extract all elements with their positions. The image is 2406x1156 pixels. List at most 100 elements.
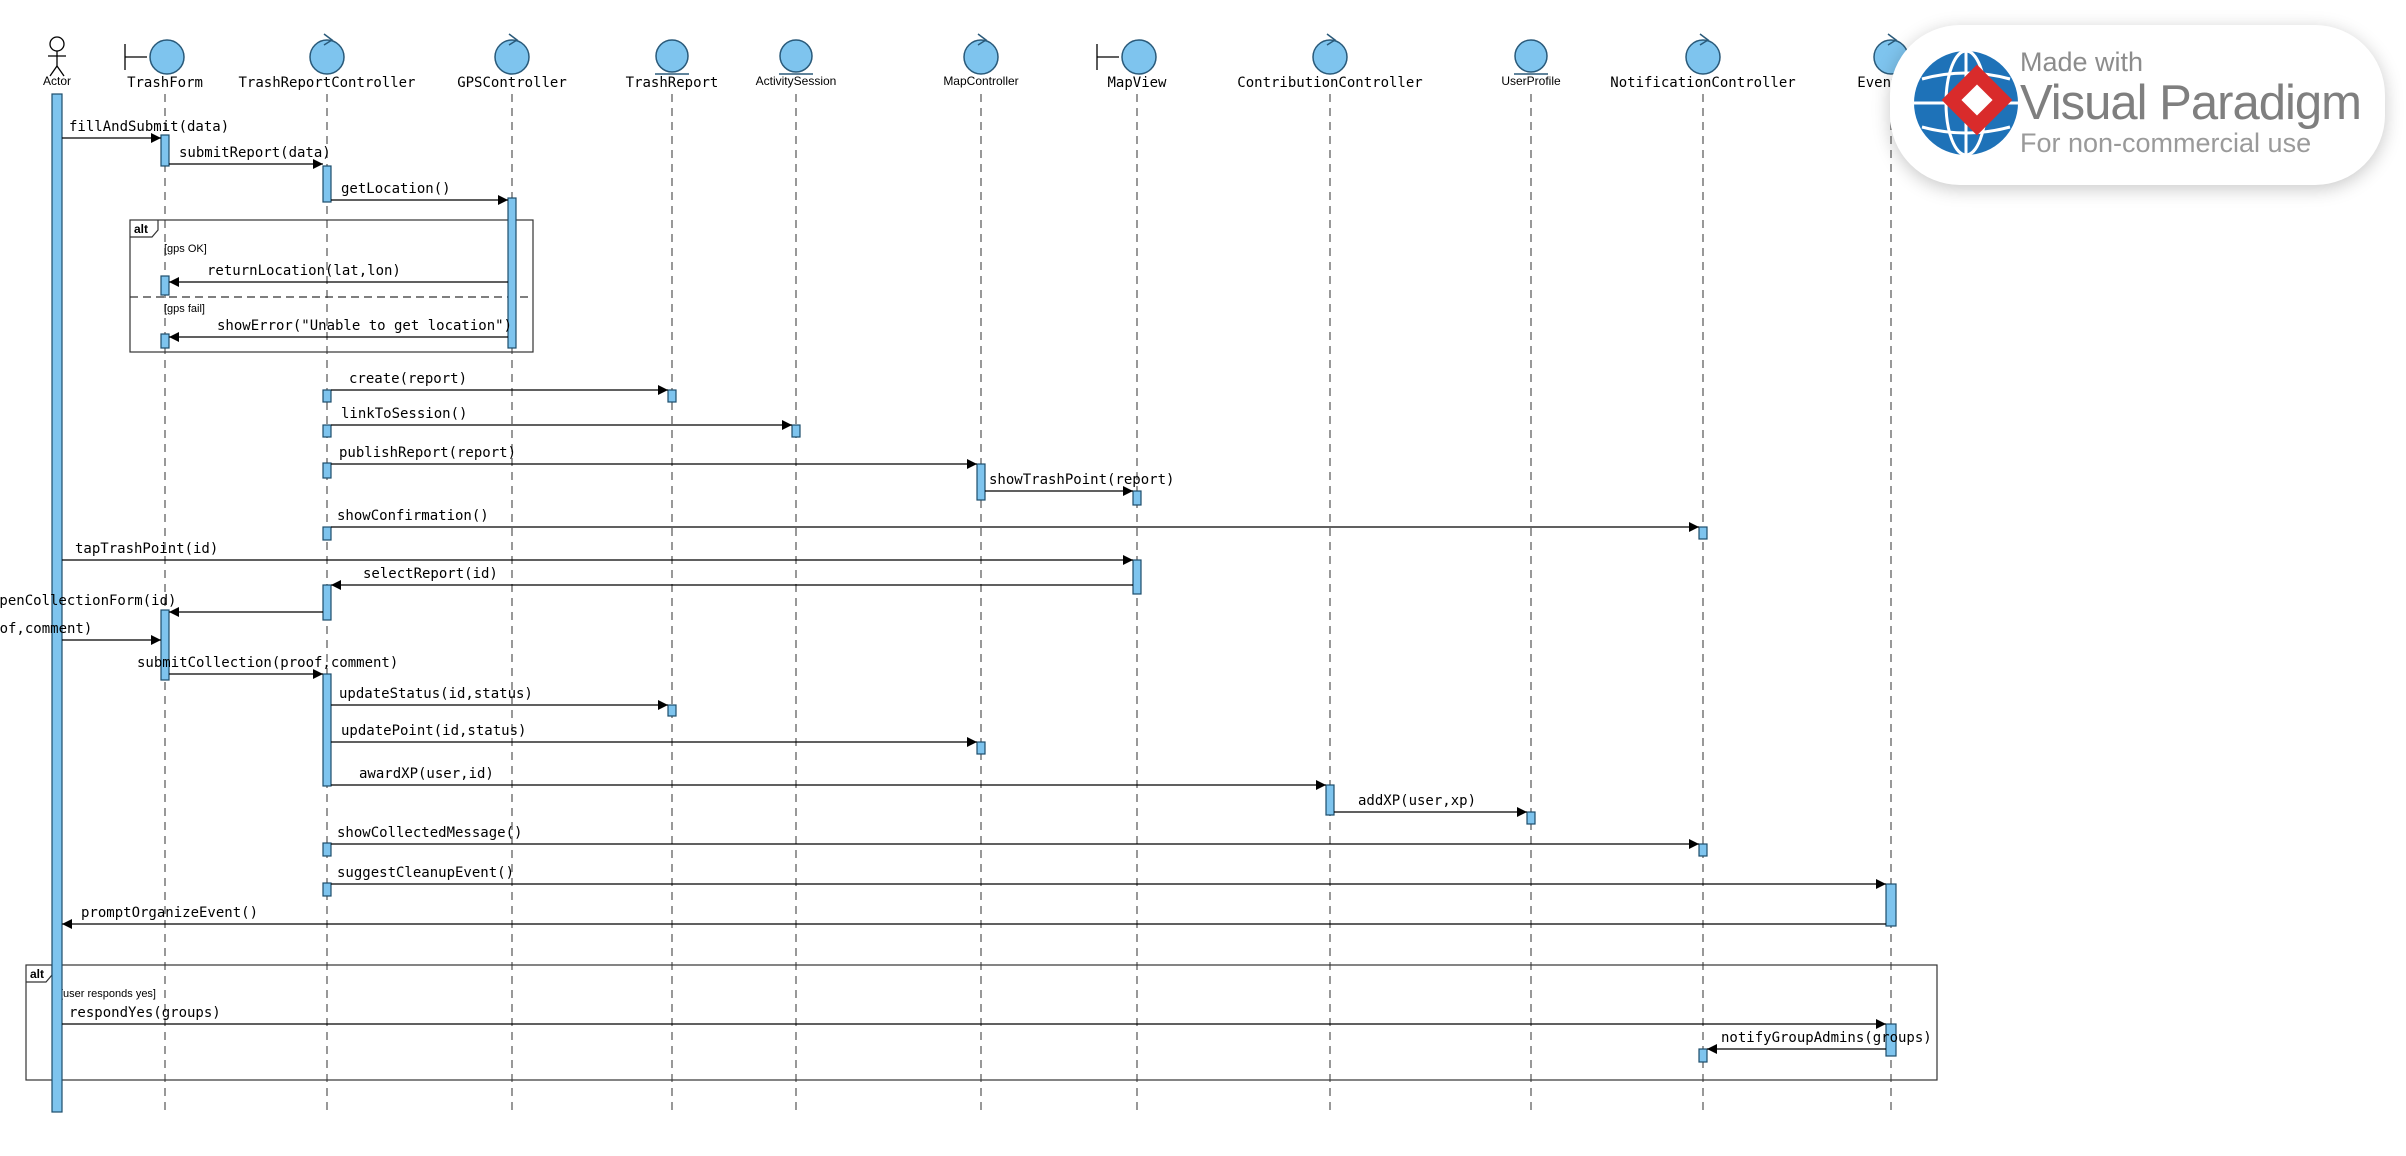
activation-bar xyxy=(322,584,332,621)
activation-bar xyxy=(1526,811,1536,825)
message-label: submitCollection(proof,comment) xyxy=(0,621,92,637)
participant-label-profile: UserProfile xyxy=(1501,74,1561,88)
actor-icon xyxy=(48,36,66,77)
activation-bar xyxy=(160,275,170,296)
message: openCollectionForm(id) xyxy=(0,593,323,617)
message: create(report) xyxy=(331,371,668,395)
activation-bar xyxy=(1885,1023,1897,1057)
participant-label-notif: NotificationController xyxy=(1610,75,1795,91)
activation-bar xyxy=(322,462,332,479)
fragment-guard: [user responds yes] xyxy=(60,988,156,1000)
control-icon xyxy=(309,33,345,75)
message: updatePoint(id,status) xyxy=(331,723,977,747)
message: respondYes(groups) xyxy=(62,1005,1886,1029)
fragment-tag: alt xyxy=(134,222,148,236)
activation-bar xyxy=(976,463,986,501)
activation-bar xyxy=(322,842,332,857)
message-label: respondYes(groups) xyxy=(69,1005,221,1021)
entity-icon xyxy=(779,39,813,75)
message: submitCollection(proof,comment) xyxy=(137,655,398,679)
entity-icon xyxy=(655,39,689,75)
message-label: create(report) xyxy=(349,371,467,387)
participant-label-contrib: ContributionController xyxy=(1237,75,1422,91)
message-label: suggestCleanupEvent() xyxy=(337,865,514,881)
message: submitCollection(proof,comment) xyxy=(0,621,161,645)
activation-bar xyxy=(1132,559,1142,595)
watermark-note: For non-commercial use xyxy=(2020,128,2312,158)
activation-bar xyxy=(160,333,170,349)
message-label: linkToSession() xyxy=(341,406,467,422)
activation-bar xyxy=(51,93,63,1113)
control-icon xyxy=(963,33,999,75)
message: notifyGroupAdmins(groups) xyxy=(1707,1030,1932,1054)
message: awardXP(user,id) xyxy=(331,766,1326,790)
message: showConfirmation() xyxy=(331,508,1699,532)
fragment-tag: alt xyxy=(30,967,44,981)
activation-bar xyxy=(1698,843,1708,857)
message-label: showCollectedMessage() xyxy=(337,825,522,841)
message: returnLocation(lat,lon) xyxy=(169,263,508,287)
activation-bar xyxy=(1885,883,1897,927)
activation-bar xyxy=(322,424,332,438)
message-label: showTrashPoint(report) xyxy=(989,472,1174,488)
activation-bar xyxy=(667,389,677,403)
control-icon xyxy=(1685,33,1721,75)
activation-bar xyxy=(322,673,332,787)
control-icon xyxy=(1312,33,1348,75)
activation-bar xyxy=(1132,490,1142,506)
boundary-icon xyxy=(124,39,185,75)
message-label: openCollectionForm(id) xyxy=(0,593,176,609)
message: suggestCleanupEvent() xyxy=(331,865,1886,889)
message: addXP(user,xp) xyxy=(1334,793,1527,817)
fragment-alt: alt [user responds yes] xyxy=(25,964,1938,1081)
message-label: getLocation() xyxy=(341,181,451,197)
fragment-guard: [gps fail] xyxy=(164,303,205,315)
activation-bar xyxy=(976,741,986,755)
fragment-alt: alt[gps OK][gps fail] xyxy=(129,219,534,353)
message: promptOrganizeEvent() xyxy=(62,905,1886,929)
message-label: selectReport(id) xyxy=(363,566,498,582)
activation-bar xyxy=(1698,526,1708,540)
activation-bar xyxy=(1698,1048,1708,1063)
activation-bar xyxy=(160,609,170,681)
visual-paradigm-logo-icon xyxy=(1914,49,2018,157)
participant-label-mapctl: MapController xyxy=(943,74,1018,88)
activation-bar xyxy=(160,134,170,167)
message-label: tapTrashPoint(id) xyxy=(75,541,218,557)
message-label: submitReport(data) xyxy=(179,145,331,161)
message: showCollectedMessage() xyxy=(331,825,1699,849)
message-label: promptOrganizeEvent() xyxy=(81,905,258,921)
participant-label-trc: TrashReportController xyxy=(238,75,415,91)
message: showError("Unable to get location") xyxy=(169,318,512,342)
message-label: updateStatus(id,status) xyxy=(339,686,533,702)
message: tapTrashPoint(id) xyxy=(62,541,1133,565)
activation-bar xyxy=(667,704,677,717)
activation-bar xyxy=(322,389,332,403)
participant-label-session: ActivitySession xyxy=(756,74,837,88)
visual-paradigm-watermark: Made with Visual Paradigm For non-commer… xyxy=(1890,25,2385,185)
message: fillAndSubmit(data) xyxy=(62,119,229,143)
message-label: returnLocation(lat,lon) xyxy=(207,263,401,279)
message-label: submitCollection(proof,comment) xyxy=(137,655,398,671)
boundary-icon xyxy=(1096,39,1157,75)
message: selectReport(id) xyxy=(331,566,1133,590)
participant-label-report: TrashReport xyxy=(626,75,719,91)
message: linkToSession() xyxy=(331,406,792,430)
message-label: addXP(user,xp) xyxy=(1358,793,1476,809)
participant-label-mapview: MapView xyxy=(1107,75,1167,91)
activation-bar xyxy=(1325,784,1335,816)
message-label: fillAndSubmit(data) xyxy=(69,119,229,135)
message-label: showConfirmation() xyxy=(337,508,489,524)
message: updateStatus(id,status) xyxy=(331,686,668,710)
message-label: notifyGroupAdmins(groups) xyxy=(1721,1030,1932,1046)
watermark-brand: Visual Paradigm xyxy=(2020,76,2362,130)
message-label: showError("Unable to get location") xyxy=(217,318,512,334)
message: getLocation() xyxy=(331,181,508,205)
participant-label-trashform: TrashForm xyxy=(127,75,203,91)
message-label: awardXP(user,id) xyxy=(359,766,494,782)
activation-bar xyxy=(507,197,517,349)
participant-label-actor: Actor xyxy=(43,74,71,88)
control-icon xyxy=(494,33,530,75)
watermark-made-with: Made with xyxy=(2020,47,2144,77)
